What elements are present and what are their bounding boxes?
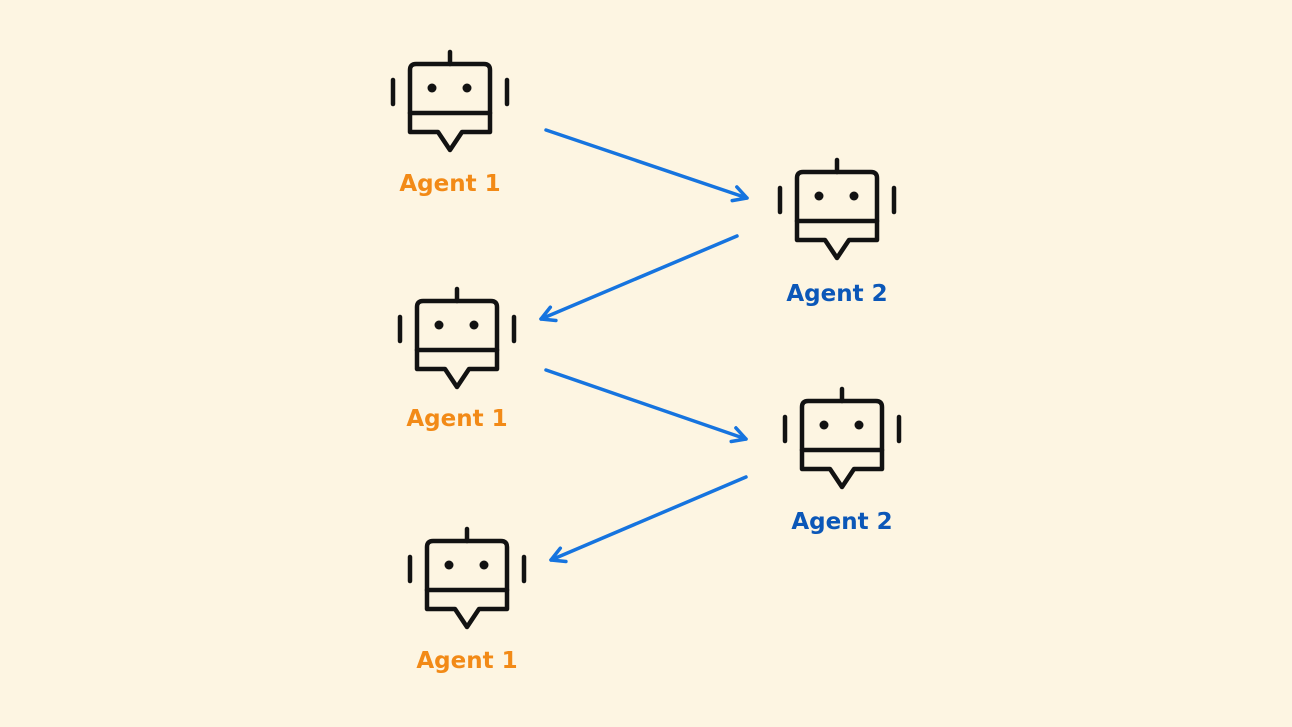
message-arrow [549, 475, 748, 564]
message-arrow [539, 234, 739, 323]
robot-chat-icon [393, 52, 507, 150]
arrow-head [539, 305, 558, 323]
arrow-head [549, 546, 568, 564]
arrow-head [730, 185, 749, 203]
robot-chat-icon [780, 160, 894, 258]
agent-label: Agent 1 [399, 171, 501, 197]
robots-layer [393, 52, 899, 627]
robot-chat-icon [410, 529, 524, 627]
agent-label: Agent 1 [406, 406, 508, 432]
agent-label: Agent 2 [791, 509, 893, 535]
robot-chat-icon [400, 289, 514, 387]
robot-chat-icon [785, 389, 899, 487]
message-arrow [544, 368, 748, 444]
message-arrow [544, 128, 749, 203]
arrow-head [729, 426, 748, 444]
message-arrows [539, 128, 749, 564]
agent-label: Agent 2 [786, 281, 888, 307]
agent-label: Agent 1 [416, 648, 518, 674]
